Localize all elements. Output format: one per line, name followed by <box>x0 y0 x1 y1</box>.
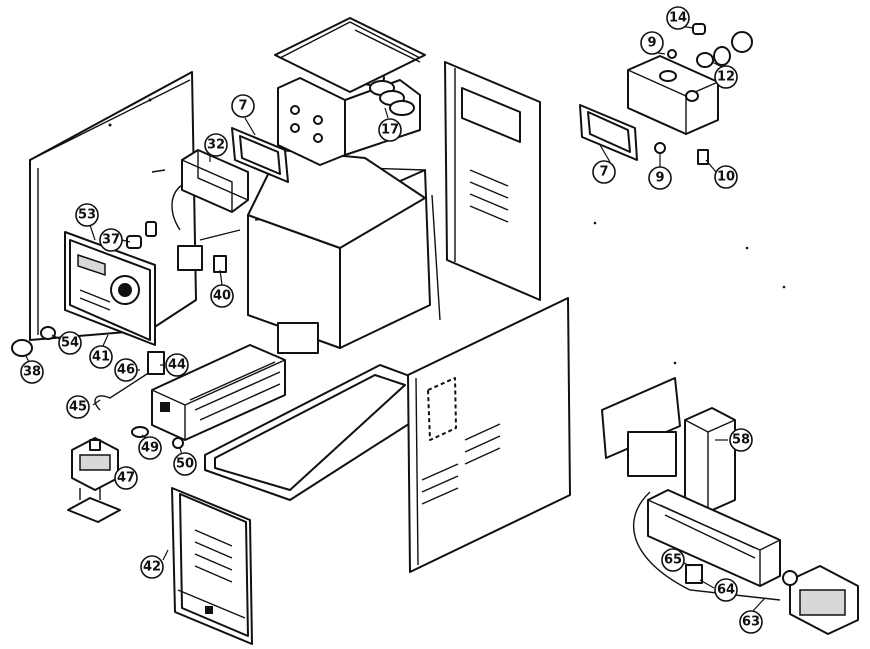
svg-text:9: 9 <box>655 171 664 186</box>
svg-text:45: 45 <box>69 400 87 415</box>
flue-collector-inset <box>579 23 753 165</box>
callout-7: 7 <box>231 94 255 118</box>
callout-64: 64 <box>714 578 738 602</box>
svg-text:10: 10 <box>717 170 735 185</box>
callout-53: 53 <box>75 203 99 227</box>
combustion-chamber <box>247 149 441 354</box>
svg-text:46: 46 <box>117 363 135 378</box>
rear-side-panel <box>444 61 541 301</box>
callout-58: 58 <box>729 428 753 452</box>
control-panel <box>64 231 156 346</box>
callout-38: 38 <box>20 360 44 384</box>
svg-text:12: 12 <box>717 70 735 85</box>
burner-assembly <box>151 344 286 441</box>
svg-text:50: 50 <box>176 457 194 472</box>
svg-text:47: 47 <box>117 471 135 486</box>
callout-49: 49 <box>138 436 162 460</box>
svg-text:53: 53 <box>78 208 96 223</box>
svg-text:38: 38 <box>23 365 41 380</box>
svg-text:32: 32 <box>207 138 225 153</box>
callout-54: 54 <box>58 331 82 355</box>
callout-45: 45 <box>66 395 90 419</box>
callout-7b: 7 <box>592 160 616 184</box>
svg-text:7: 7 <box>238 99 247 114</box>
callout-9: 9 <box>640 31 664 55</box>
pilot-tubing <box>94 351 165 411</box>
callout-41: 41 <box>89 345 113 369</box>
flue-gasket <box>231 127 289 183</box>
heat-exchanger <box>277 70 421 166</box>
callout-37: 37 <box>99 228 123 252</box>
callout-63: 63 <box>739 610 763 634</box>
svg-text:65: 65 <box>664 553 682 568</box>
callout-10: 10 <box>714 165 738 189</box>
svg-text:42: 42 <box>143 560 161 575</box>
top-cover <box>274 17 426 93</box>
svg-text:54: 54 <box>61 336 79 351</box>
scatter-dots <box>593 221 786 365</box>
small-switch-parts <box>126 169 241 273</box>
mounting-bracket <box>67 488 121 523</box>
svg-text:40: 40 <box>213 289 231 304</box>
base-pan <box>204 364 416 501</box>
callout-40: 40 <box>210 284 234 308</box>
fittings <box>11 326 184 449</box>
callout-46: 46 <box>114 358 138 382</box>
gas-valve <box>71 437 119 491</box>
svg-text:58: 58 <box>732 433 750 448</box>
callout-65: 65 <box>661 548 685 572</box>
front-access-door <box>171 487 253 645</box>
svg-text:63: 63 <box>742 615 760 630</box>
svg-text:41: 41 <box>92 350 110 365</box>
callout-47: 47 <box>114 466 138 490</box>
callout-44: 44 <box>165 353 189 377</box>
svg-text:64: 64 <box>717 583 735 598</box>
svg-text:9: 9 <box>647 36 656 51</box>
svg-text:49: 49 <box>141 441 159 456</box>
svg-text:37: 37 <box>102 233 120 248</box>
callout-17: 17 <box>378 118 402 142</box>
burner-inset <box>601 377 859 635</box>
callout-9b: 9 <box>648 166 672 190</box>
callout-42: 42 <box>140 555 164 579</box>
svg-text:17: 17 <box>381 123 399 138</box>
svg-text:7: 7 <box>599 165 608 180</box>
transformer <box>171 149 249 231</box>
svg-text:14: 14 <box>669 11 687 26</box>
callout-32: 32 <box>204 133 228 157</box>
right-front-panel <box>407 297 571 573</box>
callout-12: 12 <box>714 65 738 89</box>
callout-50: 50 <box>173 452 197 476</box>
callout-14: 14 <box>666 6 690 30</box>
svg-text:44: 44 <box>168 358 186 373</box>
